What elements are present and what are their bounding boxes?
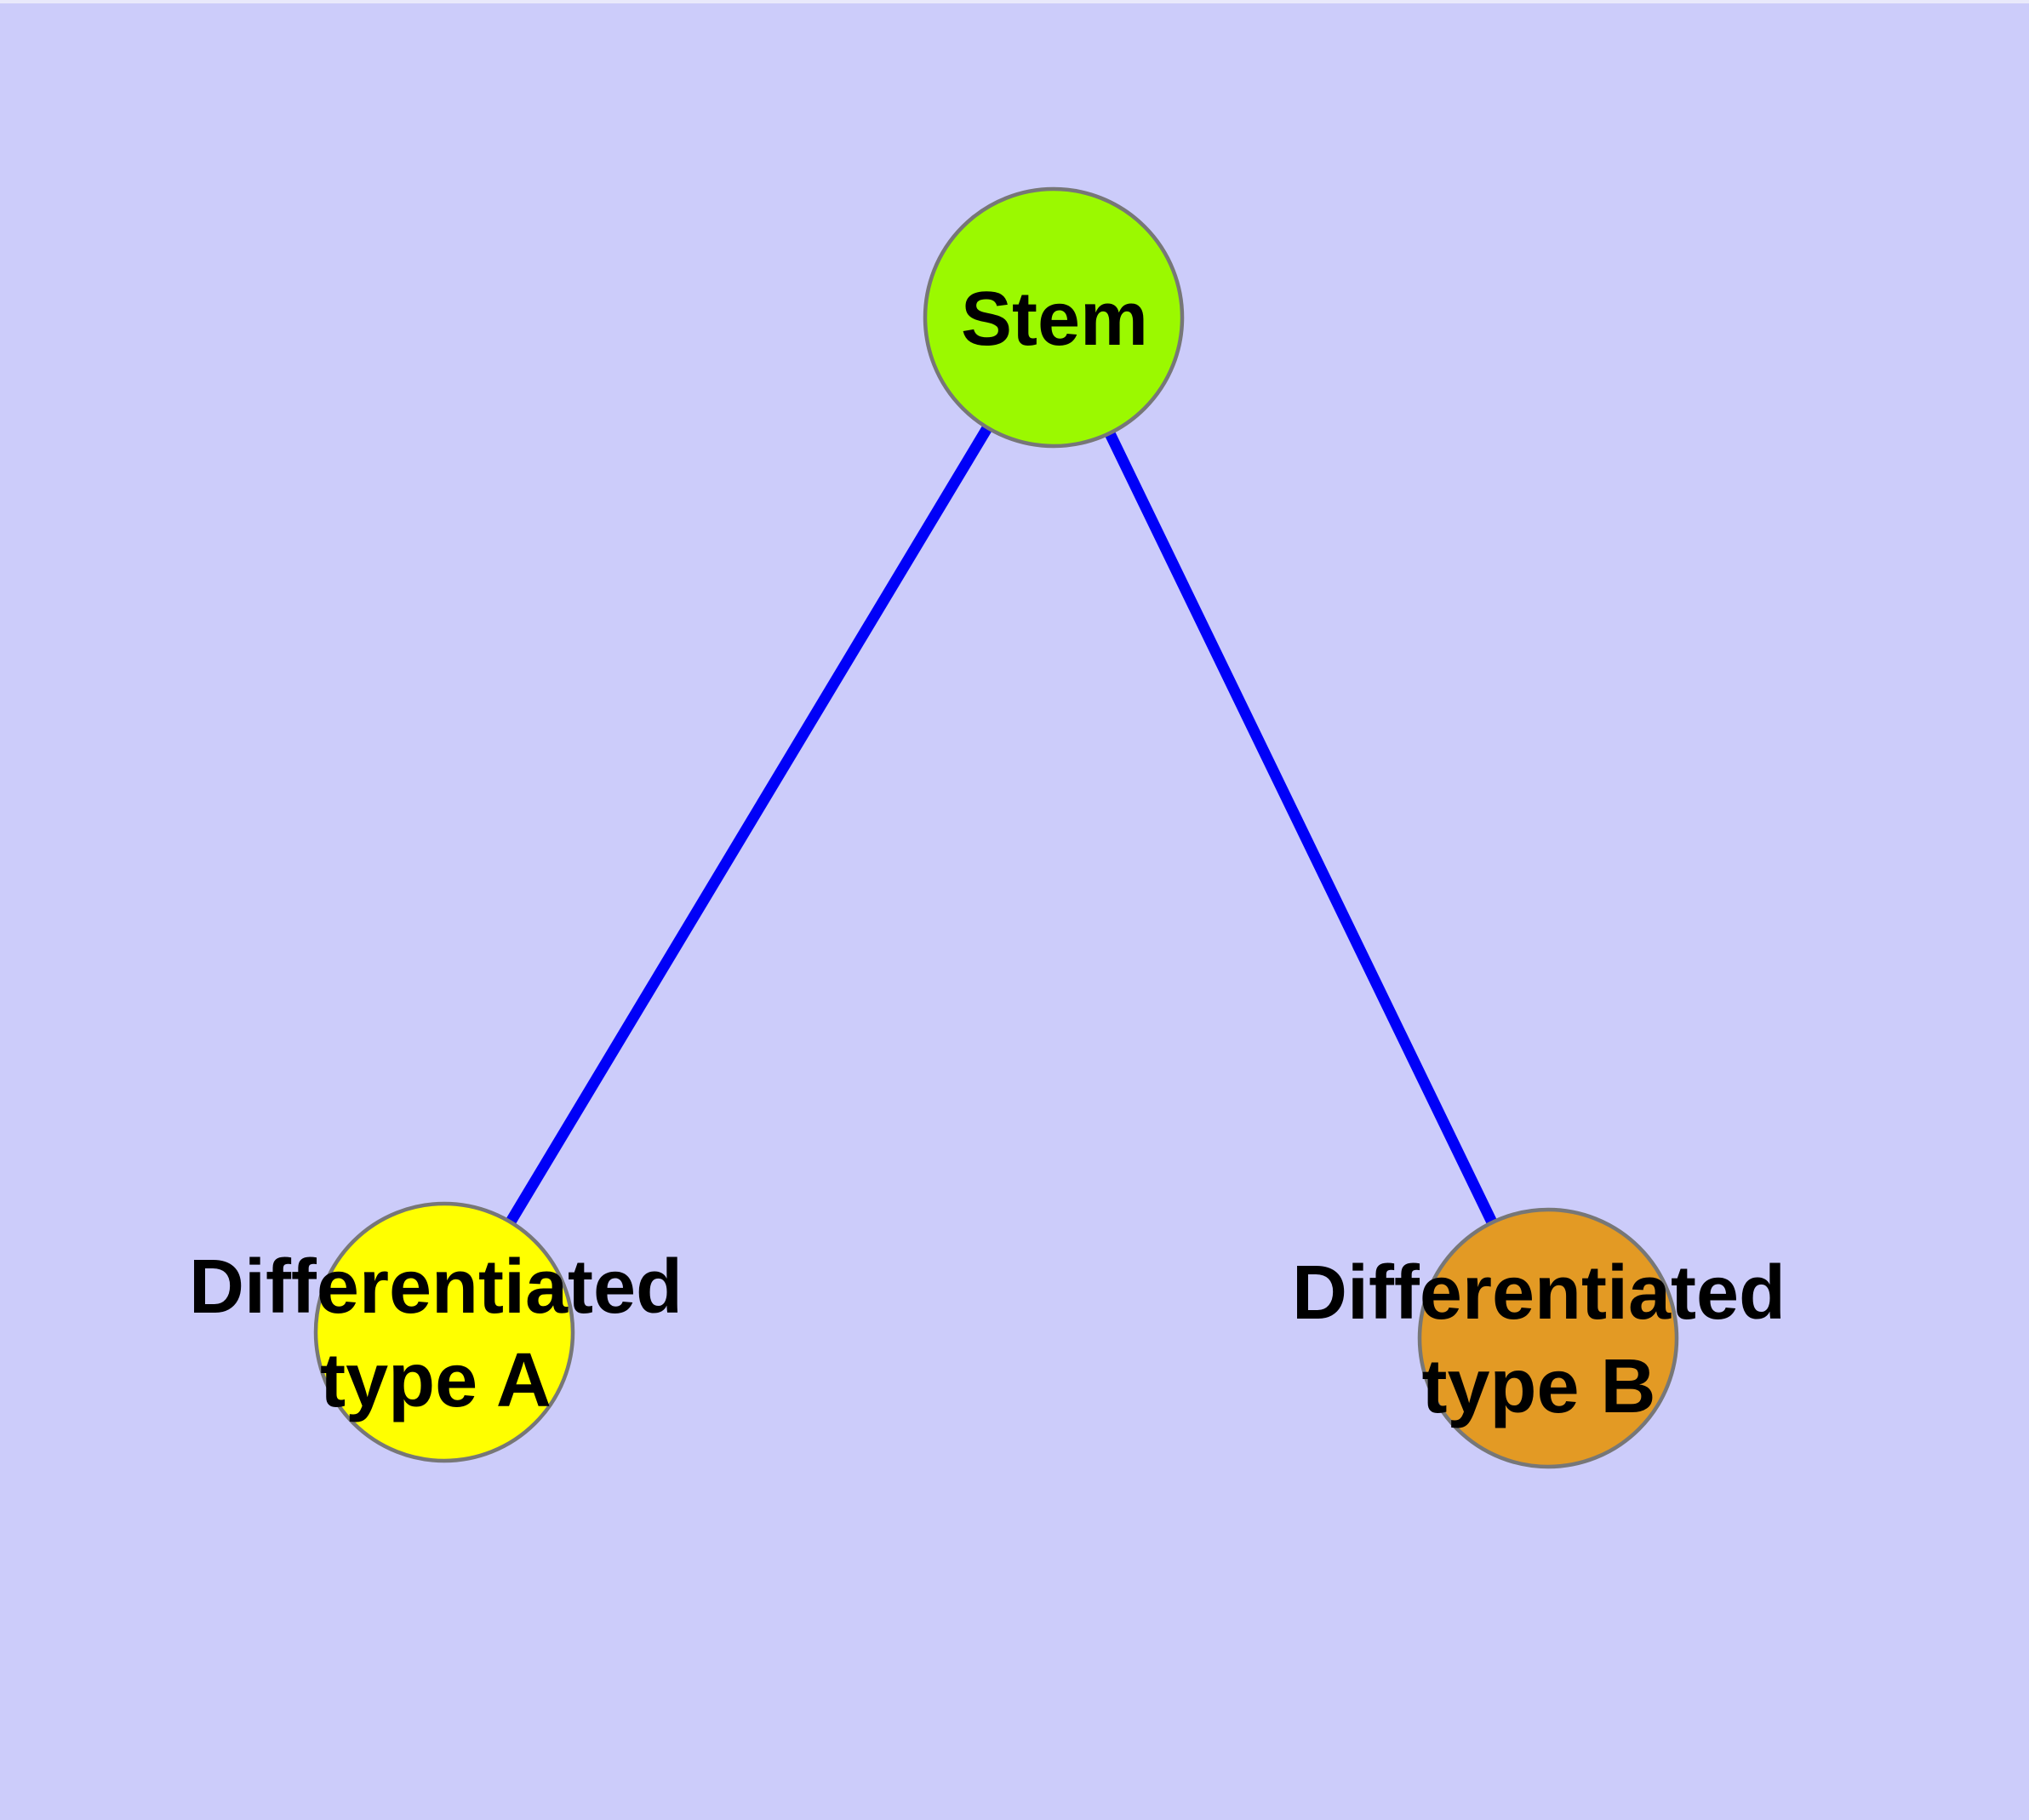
node-stem-circle[interactable] <box>923 186 1185 449</box>
node-stem[interactable]: Stem <box>923 186 1185 449</box>
edge-layer <box>439 314 1553 1341</box>
node-differentiated-type-a[interactable]: Differentiated type A <box>189 1201 683 1463</box>
node-stem-label: Stem <box>961 277 1148 362</box>
edge-stem-to-type-b[interactable] <box>1049 315 1553 1341</box>
edge-stem-to-type-a[interactable] <box>439 314 1059 1336</box>
node-type-a-label-line2: type A <box>320 1338 552 1423</box>
node-differentiated-type-b[interactable]: Differentiated type B <box>1292 1207 1786 1469</box>
top-edge-strip <box>0 0 2029 3</box>
node-type-b-label-line2: type B <box>1421 1344 1655 1429</box>
node-type-a-circle[interactable] <box>313 1201 575 1463</box>
node-type-b-circle[interactable] <box>1417 1207 1679 1469</box>
node-type-b-label-line1: Differentiated <box>1292 1251 1786 1336</box>
node-type-a-label-line1: Differentiated <box>189 1245 683 1330</box>
